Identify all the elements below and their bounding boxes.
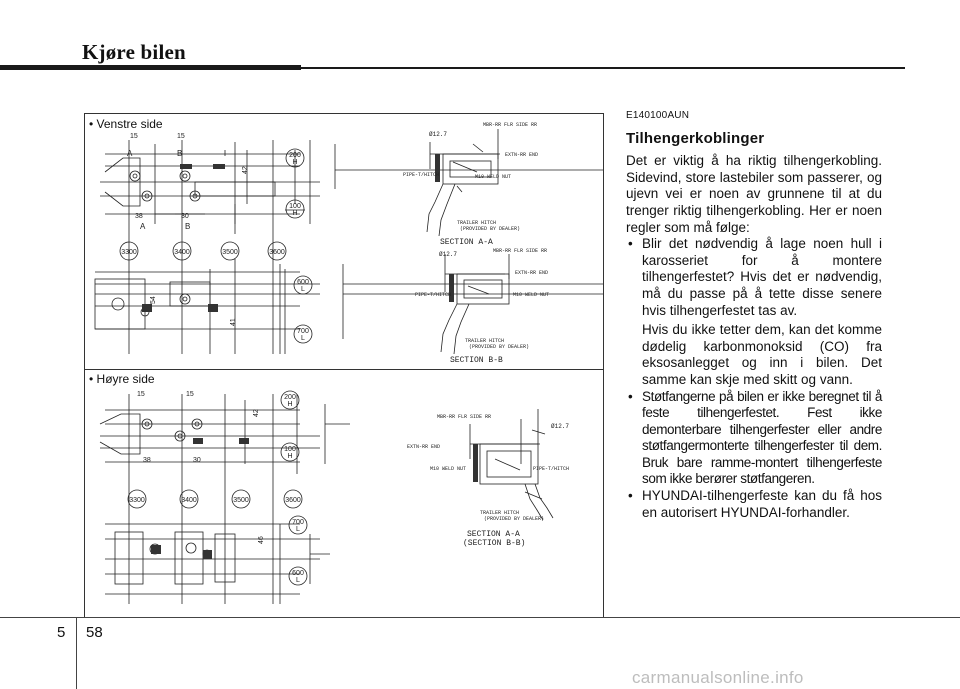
section-marker-b: B <box>177 149 182 158</box>
station-200h: 200 <box>284 394 296 401</box>
dim-label: 38 <box>143 457 151 464</box>
dim-label: 54 <box>150 296 157 304</box>
technical-drawing: 15 15 42 38 30 54 41 15 15 42 38 30 46 A… <box>94 122 603 604</box>
station-3300: 3300 <box>121 249 137 256</box>
station-3500: 3500 <box>233 497 249 504</box>
dim-label: 30 <box>181 213 189 220</box>
callout-diameter: Ø12.7 <box>429 131 447 138</box>
callout-hitch: TRAILER HITCH <box>457 220 496 226</box>
page-number: 58 <box>86 624 103 641</box>
bullet-item: • Støtfangerne på bilen er ikke beregnet… <box>626 389 882 489</box>
section-marker-a: A <box>140 222 146 231</box>
dim-label: 15 <box>130 133 138 140</box>
station-3400: 3400 <box>181 497 197 504</box>
station-100h-letter: H <box>287 453 292 460</box>
station-200h-letter: H <box>292 159 297 166</box>
bottom-section-subtitle: (SECTION B-B) <box>463 539 525 548</box>
callout-pipe: PIPE-T/HITCH <box>533 466 569 472</box>
callout-mbr: MBR-RR FLR SIDE RR <box>483 122 537 128</box>
station-3400: 3400 <box>174 249 190 256</box>
callout-dealer: (PROVIDED BY DEALER) <box>469 344 529 350</box>
bullet-dot: • <box>628 388 633 404</box>
callout-dealer: (PROVIDED BY DEALER) <box>484 516 544 522</box>
bullet-item: • Blir det nødvendig å lage noen hull i … <box>626 236 882 319</box>
chapter-number: 5 <box>57 624 66 641</box>
callout-weld: M10 WELD NUT <box>513 292 549 298</box>
callout-diameter: Ø12.7 <box>439 251 457 258</box>
left-side-label: • Venstre side <box>89 117 163 131</box>
bullet-subparagraph: Hvis du ikke tetter dem, kan det komme d… <box>642 322 882 387</box>
dim-label: 41 <box>230 318 237 326</box>
callout-mbr: MBR-RR FLR SIDE RR <box>493 248 547 254</box>
article: E140100AUN Tilhengerkoblinger Det er vik… <box>626 108 882 521</box>
station-700l: 700 <box>292 519 304 526</box>
article-heading: Tilhengerkoblinger <box>626 129 765 147</box>
station-100h: 100 <box>289 203 301 210</box>
callout-weld: M10 WELD NUT <box>475 174 511 180</box>
dim-label: 42 <box>242 166 249 174</box>
station-3500: 3500 <box>222 249 238 256</box>
dim-label: 15 <box>137 391 145 398</box>
dim-label: 30 <box>193 457 201 464</box>
section-marker-a: A <box>127 149 133 158</box>
station-200h: 200 <box>289 152 301 159</box>
callout-extn: EXTN-RR END <box>407 444 440 450</box>
right-side-label: • Høyre side <box>89 372 155 386</box>
footer-rule <box>0 617 960 618</box>
dim-label: 15 <box>177 133 185 140</box>
article-intro: Det er viktig å ha riktig tilhengerkobli… <box>626 153 882 235</box>
station-600l-letter: L <box>296 577 300 584</box>
callout-hitch: TRAILER HITCH <box>480 510 519 516</box>
callout-pipe: PIPE-T/HITCH <box>403 172 439 178</box>
bullet-dot: • <box>628 488 633 504</box>
trailer-hitch-figure: • Venstre side • Høyre side <box>84 113 604 618</box>
bullet-text: Blir det nødvendig å lage noen hull i ka… <box>642 236 882 318</box>
section-b-b-title: SECTION B-B <box>450 356 503 365</box>
bullet-text: HYUNDAI-tilhengerfeste kan du få hos en … <box>642 488 882 520</box>
figure-divider <box>85 369 603 370</box>
callout-mbr: MBR-RR FLR SIDE RR <box>437 414 491 420</box>
station-600l-letter: L <box>301 286 305 293</box>
section-marker-b: B <box>185 222 190 231</box>
section-a-a-title: SECTION A-A <box>440 238 493 247</box>
dim-label: 38 <box>135 213 143 220</box>
dim-label: 46 <box>258 536 265 544</box>
station-3600: 3600 <box>285 497 301 504</box>
header-title: Kjøre bilen <box>82 40 186 64</box>
station-600l: 600 <box>297 279 309 286</box>
bullet-text: Støtfangerne på bilen er ikke beregnet t… <box>642 388 882 487</box>
callout-weld: M10 WELD NUT <box>430 466 466 472</box>
station-3600: 3600 <box>269 249 285 256</box>
watermark: carmanualsonline.info <box>632 668 804 687</box>
bullet-dot: • <box>628 236 633 252</box>
bullet-item: • HYUNDAI-tilhengerfeste kan du få hos e… <box>626 488 882 521</box>
station-600l: 600 <box>292 570 304 577</box>
dim-label: 42 <box>253 409 260 417</box>
article-code: E140100AUN <box>626 110 690 121</box>
callout-dealer: (PROVIDED BY DEALER) <box>460 226 520 232</box>
callout-diameter: Ø12.7 <box>551 423 569 430</box>
header-rule-thin <box>301 67 905 69</box>
station-700l: 700 <box>297 328 309 335</box>
station-3300: 3300 <box>129 497 145 504</box>
callout-pipe: PIPE-T/HITCH <box>415 292 451 298</box>
footer-divider <box>76 617 77 689</box>
callout-extn: EXTN-RR END <box>505 152 538 158</box>
callout-hitch: TRAILER HITCH <box>465 338 504 344</box>
station-100h: 100 <box>284 446 296 453</box>
station-200h-letter: H <box>287 401 292 408</box>
header-rule-thick <box>0 65 301 70</box>
station-700l-letter: L <box>296 526 300 533</box>
dim-label: 15 <box>186 391 194 398</box>
callout-extn: EXTN-RR END <box>515 270 548 276</box>
station-100h-letter: H <box>292 210 297 217</box>
station-700l-letter: L <box>301 335 305 342</box>
bottom-section-title: SECTION A-A <box>467 530 520 539</box>
